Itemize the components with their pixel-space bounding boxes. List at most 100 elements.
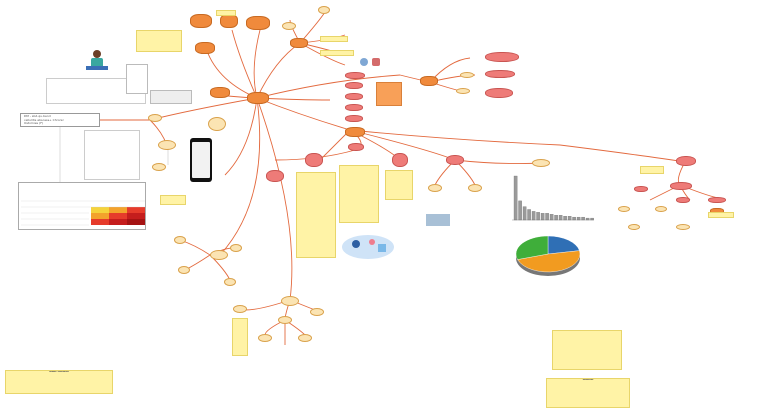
pie-slice-1	[547, 235, 580, 255]
bubble-node-16[interactable]	[258, 334, 272, 342]
classification-table	[18, 182, 146, 230]
far-right-child-node[interactable]	[670, 182, 692, 190]
pie-chart	[515, 235, 581, 276]
bar-4	[527, 209, 531, 221]
bar-12	[563, 216, 567, 221]
right-detail-node-2[interactable]	[485, 70, 515, 78]
pie-slice-2	[517, 250, 581, 273]
search-text-box[interactable]: DM - sbd-qu.bend cellulitis abscess+ Chr…	[20, 113, 100, 127]
illustration-scene	[340, 232, 396, 260]
bubble-node-8[interactable]	[174, 236, 186, 244]
document-thumbnail-4	[150, 90, 192, 104]
far-right-leaf-1[interactable]	[634, 186, 648, 192]
topic-node-hub-top[interactable]	[290, 38, 308, 48]
bubble-node-25[interactable]	[676, 224, 690, 230]
subtopic-node-5[interactable]	[345, 115, 363, 122]
bubble-node-23[interactable]	[618, 206, 630, 212]
person-illustration	[82, 46, 112, 76]
far-right-leaf-2[interactable]	[676, 197, 690, 203]
subtopic-node-3[interactable]	[345, 93, 363, 100]
bubble-node-3[interactable]	[208, 117, 226, 131]
bar-2	[518, 200, 522, 221]
right-detail-node-3[interactable]	[485, 88, 513, 98]
bubble-node-11[interactable]	[224, 278, 236, 286]
mid-hub-node[interactable]	[345, 127, 365, 137]
bubble-node-2[interactable]	[318, 6, 330, 14]
topic-node-left[interactable]	[210, 87, 230, 98]
icon-photo-1	[360, 58, 368, 66]
bar-chart	[512, 175, 594, 221]
phone-mockup	[190, 138, 212, 182]
mid-branch-node-5[interactable]	[266, 170, 284, 182]
topic-node-top-a[interactable]	[190, 14, 212, 28]
bar-3	[522, 206, 527, 221]
note-block-4	[296, 172, 336, 258]
note-block-12	[320, 50, 354, 56]
note-block-8	[640, 166, 664, 174]
bar-6	[536, 212, 540, 221]
bubble-node-24[interactable]	[655, 206, 667, 212]
bubble-node-17[interactable]	[298, 334, 312, 342]
search-text-line-2: cellulitis abscess+ Chronic	[24, 117, 65, 122]
subtopic-node-2[interactable]	[345, 82, 363, 89]
bar-9	[549, 214, 554, 221]
bubble-node-5[interactable]	[158, 140, 176, 150]
bottom-left-summary-note: Resumo / Referências	[5, 370, 113, 394]
bubble-node-22[interactable]	[456, 88, 470, 94]
bar-18	[590, 217, 594, 221]
bubble-node-1[interactable]	[282, 22, 296, 30]
bar-7	[540, 213, 545, 221]
bubble-node-21[interactable]	[460, 72, 474, 78]
right-detail-node-1[interactable]	[485, 52, 519, 62]
bottom-note-title: Resumo / Referências	[49, 372, 69, 373]
mid-branch-node-2[interactable]	[348, 143, 364, 151]
search-text-line-3: Ostomies (F)	[24, 121, 44, 126]
bubble-node-7[interactable]	[210, 250, 228, 260]
right-hub-node[interactable]	[420, 76, 438, 86]
note-block-6	[385, 170, 413, 200]
central-topic-node[interactable]	[247, 92, 269, 104]
bubble-node-15[interactable]	[278, 316, 292, 324]
bubble-node-12[interactable]	[281, 296, 299, 306]
topic-node-top-c[interactable]	[246, 16, 270, 30]
note-block-3	[376, 82, 402, 106]
bubble-node-19[interactable]	[428, 184, 442, 192]
subtopic-node-1[interactable]	[345, 72, 365, 79]
note-block-9	[708, 212, 734, 218]
bubble-node-26[interactable]	[628, 224, 640, 230]
small-photo-thumbnail	[426, 214, 450, 226]
bar-10	[554, 215, 558, 221]
bubble-node-4[interactable]	[148, 114, 162, 122]
bubble-node-6[interactable]	[152, 163, 166, 171]
bar-17	[585, 217, 590, 221]
note-block-1	[136, 30, 182, 52]
far-right-leaf-3[interactable]	[708, 197, 726, 203]
search-text-line-1: DM - sbd-qu.bend	[24, 114, 51, 118]
bubble-node-9[interactable]	[178, 266, 190, 274]
bubble-node-13[interactable]	[233, 305, 247, 313]
bubble-node-14[interactable]	[310, 308, 324, 316]
bubble-node-20[interactable]	[468, 184, 482, 192]
bar-8	[545, 213, 549, 221]
subtopic-node-4[interactable]	[345, 104, 363, 111]
right-references-note-2: Referências	[546, 378, 630, 408]
mid-branch-node-1[interactable]	[305, 153, 323, 167]
mid-branch-node-4[interactable]	[446, 155, 464, 165]
bubble-node-10[interactable]	[230, 244, 242, 252]
bubble-node-18[interactable]	[532, 159, 550, 167]
topic-node-top-b[interactable]	[220, 14, 238, 28]
pie-slice-3	[515, 235, 549, 260]
bar-16	[581, 216, 585, 221]
bar-11	[558, 215, 563, 221]
icon-photo-2	[372, 58, 380, 66]
topic-node-top-d[interactable]	[195, 42, 215, 54]
classification-table-grid	[21, 200, 145, 226]
mid-branch-node-3[interactable]	[392, 153, 408, 167]
note-block-7	[232, 318, 248, 356]
far-right-hub-node[interactable]	[676, 156, 696, 166]
bar-1	[513, 175, 518, 221]
document-thumbnail-3	[126, 64, 148, 94]
note-block-5	[339, 165, 379, 223]
note-block-2	[216, 10, 236, 16]
